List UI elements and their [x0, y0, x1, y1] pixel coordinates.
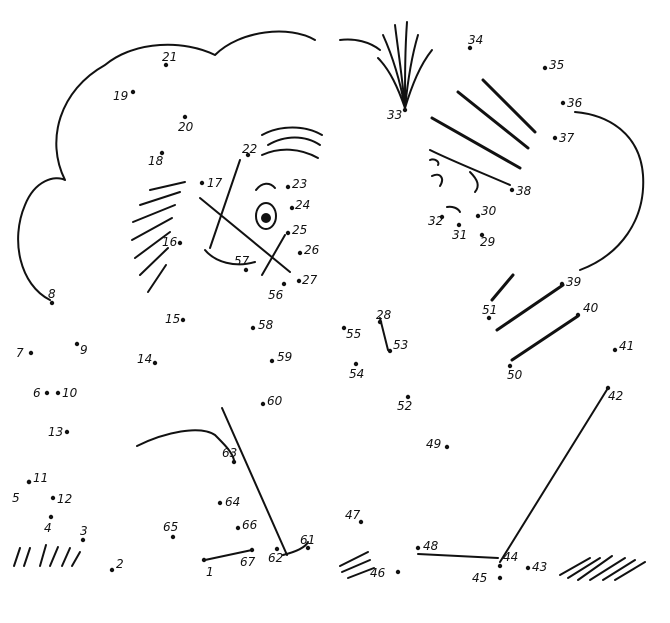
- dot-label-33: 33: [387, 108, 402, 122]
- dot-label-41: 41: [619, 339, 634, 353]
- dot-label-8: 8: [48, 287, 56, 301]
- dot-label-27: 27: [302, 273, 318, 287]
- dot-label-29: 29: [480, 235, 495, 249]
- dot-label-18: 18: [148, 154, 164, 168]
- cloud-outline-left: [17, 30, 316, 301]
- dot-label-54: 54: [349, 367, 364, 381]
- dot-label-50: 50: [507, 368, 523, 382]
- dot-label-3: 3: [80, 524, 88, 538]
- dot-label-11: 11: [33, 471, 48, 485]
- dot-label-34: 34: [468, 33, 483, 47]
- dot-label-42: 42: [608, 389, 623, 403]
- dot-label-46: 46: [370, 566, 386, 580]
- dot-label-64: 64: [225, 495, 240, 509]
- dot-label-19: 19: [113, 89, 128, 103]
- nose-area: [429, 149, 511, 213]
- dot-label-28: 28: [376, 308, 392, 322]
- cloud-outline-top: [339, 38, 381, 51]
- dot-label-21: 21: [162, 50, 177, 64]
- lower-lines: [136, 387, 609, 563]
- dot-label-61: 61: [300, 533, 315, 547]
- face-hatching-left: [131, 181, 186, 293]
- dot-label-38: 38: [516, 184, 532, 198]
- grass-left: [13, 544, 81, 567]
- dot-label-51: 51: [482, 303, 497, 317]
- dot-label-25: 25: [292, 223, 307, 237]
- dot-label-2: 2: [116, 557, 124, 571]
- dot-label-58: 58: [258, 318, 274, 332]
- dot-label-36: 36: [567, 96, 583, 110]
- dot-label-56: 56: [268, 288, 284, 302]
- dot-label-20: 20: [178, 120, 194, 134]
- dot-label-45: 45: [472, 571, 487, 585]
- dot-label-7: 7: [16, 346, 24, 360]
- dot-label-37: 37: [559, 131, 575, 145]
- numbered-dots: 1 2 3 4 5 6 7 8 9 10 11 12 13 14 15 16 1…: [12, 33, 634, 585]
- dot-label-43: 43: [532, 560, 547, 574]
- dot-label-48: 48: [423, 539, 439, 553]
- hair-tuft: [377, 21, 433, 109]
- dot-label-40: 40: [583, 301, 599, 315]
- dot-label-30: 30: [481, 204, 497, 218]
- dot-label-15: 15: [165, 312, 180, 326]
- dot-label-10: 10: [62, 386, 78, 400]
- grass-middle: [339, 551, 375, 579]
- dot-label-47: 47: [345, 508, 361, 522]
- dot-label-67: 67: [240, 555, 256, 569]
- arm-strokes: [379, 273, 580, 362]
- face-features: [199, 126, 323, 276]
- dot-label-52: 52: [397, 399, 412, 413]
- grass-right: [559, 555, 646, 581]
- dot-label-57: 57: [234, 254, 250, 268]
- dot-label-4: 4: [44, 521, 52, 535]
- dot-label-22: 22: [242, 142, 257, 156]
- dot-label-44: 44: [503, 550, 518, 564]
- dot-label-24: 24: [295, 198, 310, 212]
- dot-label-5: 5: [12, 491, 20, 505]
- sun-rays: [430, 78, 537, 170]
- dot-label-39: 39: [566, 275, 581, 289]
- dot-label-55: 55: [346, 327, 361, 341]
- dot-label-63: 63: [222, 446, 237, 460]
- dot-label-62: 62: [268, 551, 283, 565]
- dot-label-23: 23: [292, 177, 307, 191]
- dot-label-66: 66: [242, 518, 258, 532]
- dot-label-13: 13: [48, 425, 63, 439]
- dot-label-65: 65: [163, 520, 178, 534]
- dot-label-12: 12: [57, 492, 72, 506]
- dot-label-60: 60: [267, 394, 283, 408]
- dot-label-16: 16: [162, 235, 178, 249]
- dot-label-31: 31: [452, 228, 467, 242]
- dot-label-6: 6: [33, 386, 41, 400]
- dot-label-17: 17: [207, 176, 223, 190]
- dot-label-9: 9: [80, 343, 88, 357]
- dot-label-1: 1: [206, 565, 214, 579]
- dot-label-26: 26: [304, 243, 320, 257]
- dot-label-49: 49: [426, 437, 441, 451]
- dot-label-59: 59: [277, 350, 292, 364]
- dot-label-14: 14: [137, 352, 152, 366]
- dot-label-32: 32: [428, 214, 443, 228]
- cloud-outline-right: [574, 111, 645, 271]
- dot-label-53: 53: [393, 338, 408, 352]
- dot-label-35: 35: [549, 58, 564, 72]
